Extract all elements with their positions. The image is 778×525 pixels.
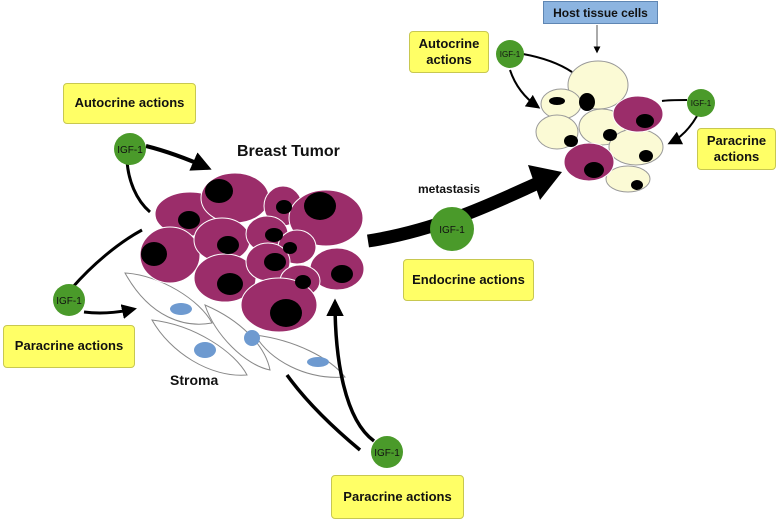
nucleus	[564, 135, 578, 147]
stroma-cell	[254, 334, 346, 378]
paracrine-arrow-left	[83, 304, 137, 319]
autocrine-arrow-left	[145, 144, 212, 171]
tumor-mass	[139, 172, 365, 333]
stroma-cells	[124, 272, 346, 378]
nucleus	[584, 162, 604, 178]
paracrine-feedback-right	[661, 99, 688, 102]
tumor-nucleus	[295, 275, 311, 289]
nucleus	[549, 97, 565, 105]
paracrine-feedback-bottom	[285, 373, 362, 452]
tumor-nucleus	[276, 200, 292, 214]
nucleus	[636, 114, 654, 128]
stroma-nucleus	[307, 357, 329, 367]
tumor-nucleus	[217, 273, 243, 295]
svg-text:IGF-1: IGF-1	[500, 50, 521, 59]
paracrine-left-label: Paracrine actions	[3, 325, 135, 368]
tumor-nucleus	[264, 253, 286, 271]
host-cell	[608, 128, 664, 166]
paracrine-bottom-label: Paracrine actions	[331, 475, 464, 519]
stroma-nucleus	[170, 303, 192, 315]
tumor-nucleus	[217, 236, 239, 254]
paracrine-arrow-bottom-up	[326, 298, 376, 443]
svg-text:IGF-1: IGF-1	[56, 296, 82, 307]
nucleus	[603, 129, 617, 141]
stroma-label: Stroma	[170, 372, 219, 388]
diagram-title: Breast Tumor	[237, 143, 340, 160]
tumor-nucleus	[331, 265, 353, 283]
svg-text:IGF-1: IGF-1	[439, 225, 465, 236]
autocrine-arrow-right	[509, 69, 541, 109]
svg-text:IGF-1: IGF-1	[117, 145, 143, 156]
tumor-nucleus	[283, 242, 297, 254]
stroma-nucleus	[194, 342, 216, 358]
tumor-nucleus	[141, 242, 167, 266]
paracrine-feedback-left	[70, 228, 143, 289]
metastasis-cluster	[535, 60, 664, 193]
tumor-nucleus	[178, 211, 200, 229]
igf-autocrine-right: IGF-1	[496, 40, 524, 68]
stroma-nucleus	[244, 330, 260, 346]
nucleus	[639, 150, 653, 162]
tumor-cell	[612, 95, 664, 133]
autocrine-feedback-right	[522, 53, 573, 73]
host-tissue-label: Host tissue cells	[543, 1, 658, 24]
paracrine-arrow-right	[667, 115, 698, 145]
tumor-nucleus	[265, 228, 283, 242]
metastasis-label: metastasis	[418, 182, 481, 196]
tumor-nucleus	[270, 299, 302, 327]
igf-endocrine: IGF-1	[430, 207, 474, 251]
tumor-cell	[139, 226, 201, 284]
stroma-cell	[204, 304, 271, 371]
igf-paracrine-right: IGF-1	[687, 89, 715, 117]
svg-text:IGF-1: IGF-1	[374, 448, 400, 459]
tumor-nucleus	[304, 192, 336, 220]
autocrine-left-label: Autocrine actions	[63, 83, 196, 124]
nucleus	[631, 180, 643, 190]
endocrine-label: Endocrine actions	[403, 259, 534, 301]
igf-paracrine-left: IGF-1	[53, 284, 85, 316]
igf-autocrine-left: IGF-1	[114, 133, 146, 165]
autocrine-feedback-left	[125, 159, 152, 214]
nucleus	[579, 93, 595, 111]
tumor-nucleus	[205, 179, 233, 203]
paracrine-right-label: Paracrine actions	[697, 128, 776, 170]
autocrine-right-label: Autocrine actions	[409, 31, 489, 73]
svg-text:IGF-1: IGF-1	[691, 99, 712, 108]
metastasis-arrowhead	[528, 165, 562, 200]
igf-paracrine-bottom: IGF-1	[371, 436, 403, 468]
host-cell	[605, 165, 651, 193]
